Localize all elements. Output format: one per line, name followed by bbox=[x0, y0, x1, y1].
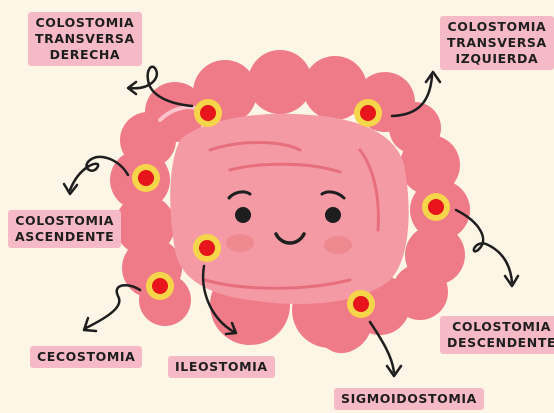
label-colostomia-ascendente: COLOSTOMIA ASCENDENTE bbox=[8, 210, 121, 248]
stoma-sigmoidostomia bbox=[347, 290, 375, 318]
stoma-descendente bbox=[422, 193, 450, 221]
label-colostomia-descendente: COLOSTOMIA DESCENDENTE bbox=[440, 316, 554, 354]
stoma-transversa-izquierda bbox=[354, 99, 382, 127]
stoma-ascendente bbox=[132, 164, 160, 192]
label-sigmoidostomia: SIGMOIDOSTOMIA bbox=[334, 388, 484, 410]
label-colostomia-transversa-derecha: COLOSTOMIA TRANSVERSA DERECHA bbox=[28, 12, 142, 66]
label-cecostomia: CECOSTOMIA bbox=[30, 346, 142, 368]
stoma-ileostomia bbox=[193, 234, 221, 262]
label-ileostomia: ILEOSTOMIA bbox=[168, 356, 275, 378]
arrow-cecostomia bbox=[86, 285, 140, 328]
label-colostomia-transversa-izquierda: COLOSTOMIA TRANSVERSA IZQUIERDA bbox=[440, 16, 554, 70]
small-intestine bbox=[160, 107, 409, 304]
stoma-transversa-derecha bbox=[194, 99, 222, 127]
stoma-cecostomia bbox=[146, 272, 174, 300]
